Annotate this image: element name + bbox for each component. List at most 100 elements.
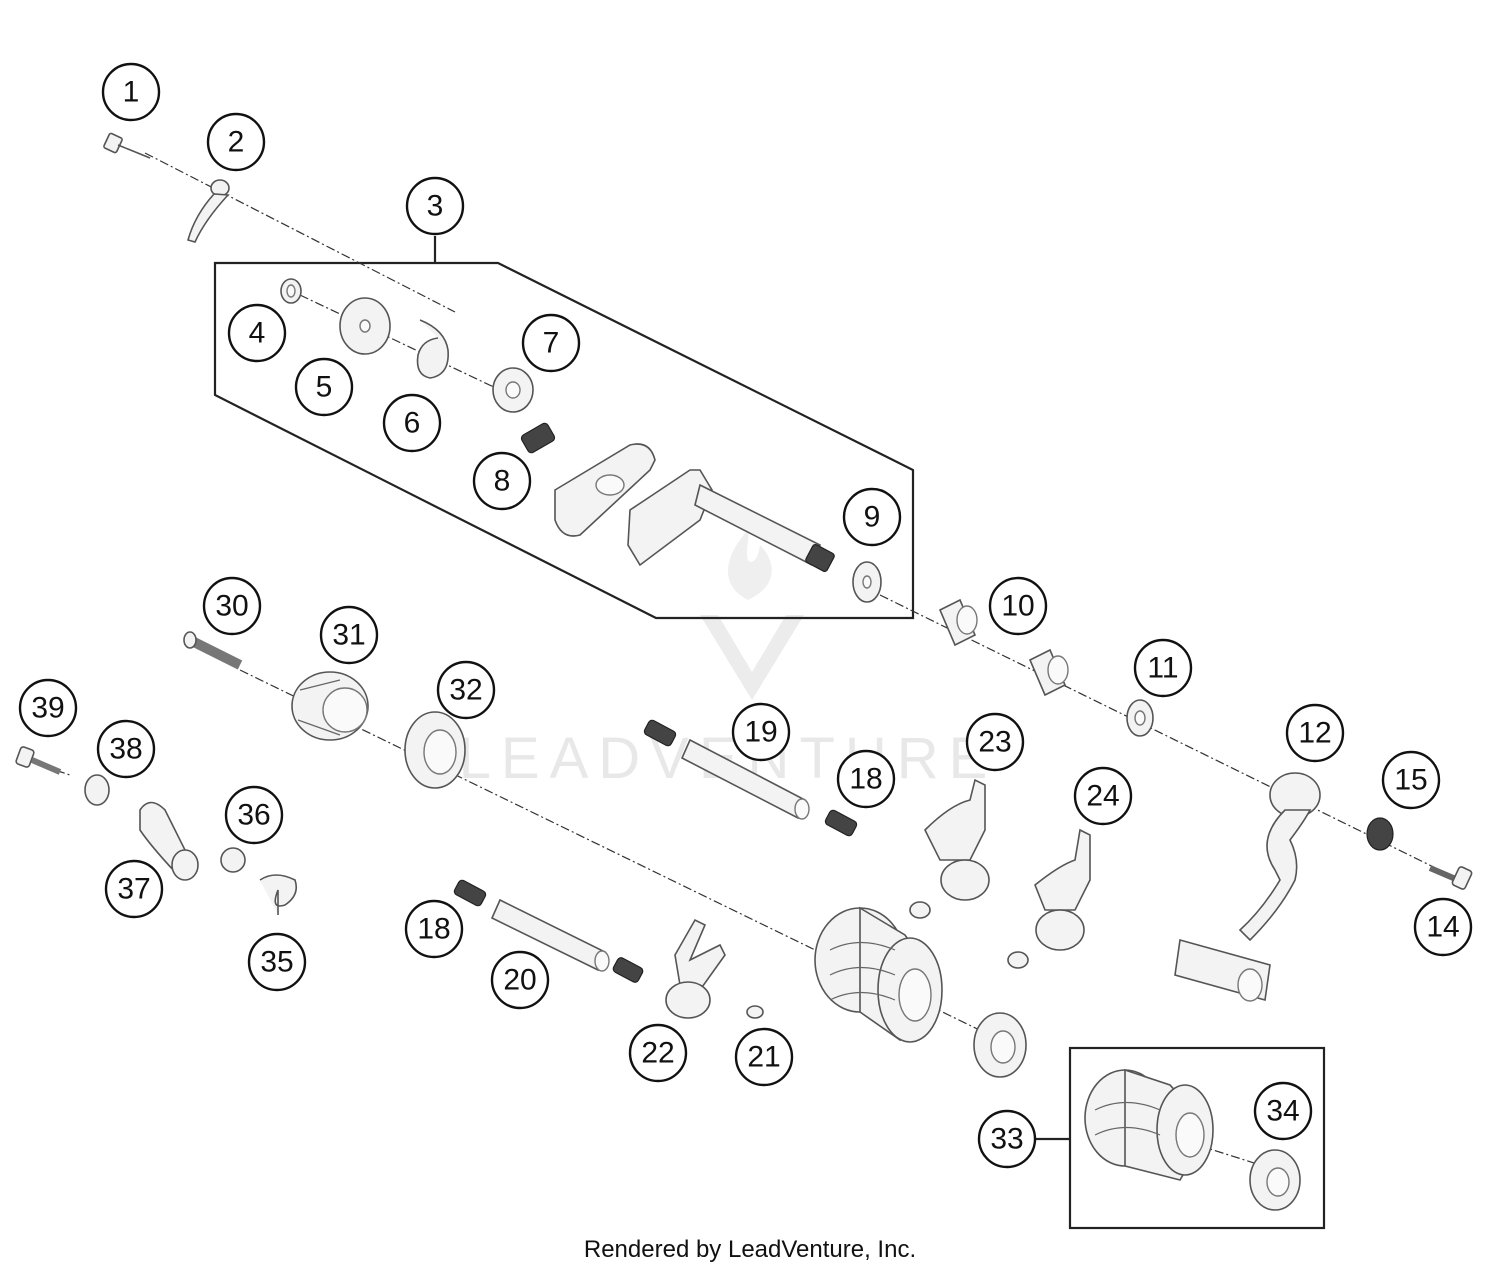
svg-text:37: 37 — [117, 873, 150, 906]
callout-12: 12 — [1285, 703, 1345, 763]
callout-4: 4 — [227, 303, 287, 363]
part-drum-bearing — [973, 1012, 1027, 1078]
part-lever-2 — [187, 179, 230, 243]
svg-text:23: 23 — [978, 726, 1011, 759]
callout-39: 39 — [18, 678, 78, 738]
svg-text:12: 12 — [1298, 717, 1331, 750]
callout-32: 32 — [436, 660, 496, 720]
callout-37: 37 — [104, 859, 164, 919]
svg-text:21: 21 — [747, 1041, 780, 1074]
part-spring-8 — [520, 422, 556, 454]
callout-35: 35 — [247, 932, 307, 992]
svg-text:18: 18 — [417, 913, 450, 946]
callout-7: 7 — [521, 313, 581, 373]
svg-text:20: 20 — [503, 964, 536, 997]
callout-33: 33 — [977, 1109, 1037, 1169]
callout-3: 3 — [405, 176, 465, 236]
svg-text:5: 5 — [316, 371, 333, 404]
svg-text:32: 32 — [449, 674, 482, 707]
callout-38: 38 — [96, 719, 156, 779]
svg-text:1: 1 — [123, 76, 140, 109]
part-pin-23 — [909, 901, 931, 919]
svg-text:7: 7 — [543, 327, 560, 360]
callout-30: 30 — [202, 576, 262, 636]
part-bolt-14 — [1428, 865, 1473, 890]
callout-23: 23 — [965, 712, 1025, 772]
callout-8: 8 — [472, 451, 532, 511]
part-bolt-30 — [183, 631, 243, 670]
callout-31: 31 — [319, 605, 379, 665]
callout-20: 20 — [490, 950, 550, 1010]
callout-14: 14 — [1413, 897, 1473, 957]
svg-text:35: 35 — [260, 946, 293, 979]
callout-21: 21 — [734, 1027, 794, 1087]
svg-text:15: 15 — [1394, 764, 1427, 797]
callout-18-upper: 18 — [836, 749, 896, 809]
part-spring-6 — [416, 319, 449, 379]
svg-text:3: 3 — [427, 190, 444, 223]
part-pin-24 — [1007, 951, 1029, 969]
callout-34: 34 — [1253, 1081, 1313, 1141]
part-shift-lever-12 — [1174, 772, 1321, 1002]
callout-24: 24 — [1073, 766, 1133, 826]
callout-10: 10 — [988, 576, 1048, 636]
callout-1: 1 — [101, 62, 161, 122]
svg-text:22: 22 — [641, 1037, 674, 1070]
part-bolt-39 — [15, 746, 62, 775]
callout-15: 15 — [1381, 750, 1441, 810]
part-washer-38 — [84, 774, 110, 806]
part-washer-15 — [1366, 817, 1394, 851]
svg-text:30: 30 — [215, 590, 248, 623]
svg-text:8: 8 — [494, 465, 511, 498]
svg-text:18: 18 — [849, 763, 882, 796]
part-seal-11 — [1126, 699, 1154, 737]
part-fork-23 — [924, 778, 990, 901]
part-spring-18-lower-a — [453, 879, 487, 907]
part-shift-drum — [814, 906, 943, 1043]
callout-22: 22 — [628, 1023, 688, 1083]
part-spring-18-upper-b — [824, 809, 858, 837]
svg-text:33: 33 — [990, 1123, 1023, 1156]
callout-2: 2 — [206, 112, 266, 172]
part-bushing-10 — [938, 598, 1069, 697]
part-bolt-1 — [103, 132, 151, 159]
part-pin-21 — [746, 1005, 764, 1019]
part-spring-35 — [259, 874, 298, 915]
svg-text:38: 38 — [109, 733, 142, 766]
svg-text:4: 4 — [249, 317, 266, 350]
callout-36: 36 — [224, 785, 284, 845]
part-spring-18-upper-a — [643, 719, 677, 747]
part-roller-36 — [220, 847, 246, 873]
callout-9: 9 — [842, 487, 902, 547]
callout-19: 19 — [731, 702, 791, 762]
part-fork-24 — [1034, 828, 1091, 951]
group-box-3 — [213, 261, 915, 620]
svg-text:14: 14 — [1426, 911, 1459, 944]
part-shift-shaft-3 — [554, 443, 835, 573]
watermark: LEADVENTURE — [459, 530, 987, 791]
svg-text:19: 19 — [744, 716, 777, 749]
part-star-wheel-31 — [291, 671, 369, 741]
part-rod-20 — [490, 898, 610, 972]
part-washer-9 — [852, 561, 882, 603]
svg-text:24: 24 — [1086, 780, 1119, 813]
callout-5: 5 — [294, 357, 354, 417]
part-fork-22 — [665, 918, 726, 1019]
part-bearing-32 — [404, 711, 466, 789]
svg-text:36: 36 — [237, 799, 270, 832]
callout-6: 6 — [382, 393, 442, 453]
svg-text:39: 39 — [31, 692, 64, 725]
part-washer-5 — [339, 297, 391, 355]
callout-18-lower: 18 — [404, 899, 464, 959]
svg-text:34: 34 — [1266, 1095, 1299, 1128]
callout-11: 11 — [1133, 638, 1193, 698]
svg-text:31: 31 — [332, 619, 365, 652]
part-guide-7 — [492, 367, 534, 413]
part-bearing-34 — [1249, 1149, 1301, 1211]
footer-credit: Rendered by LeadVenture, Inc. — [583, 1236, 917, 1263]
svg-text:9: 9 — [864, 501, 881, 534]
part-shift-drum-33 — [1084, 1068, 1214, 1181]
part-rod-19 — [680, 738, 810, 820]
watermark-flame-icon — [728, 530, 772, 600]
